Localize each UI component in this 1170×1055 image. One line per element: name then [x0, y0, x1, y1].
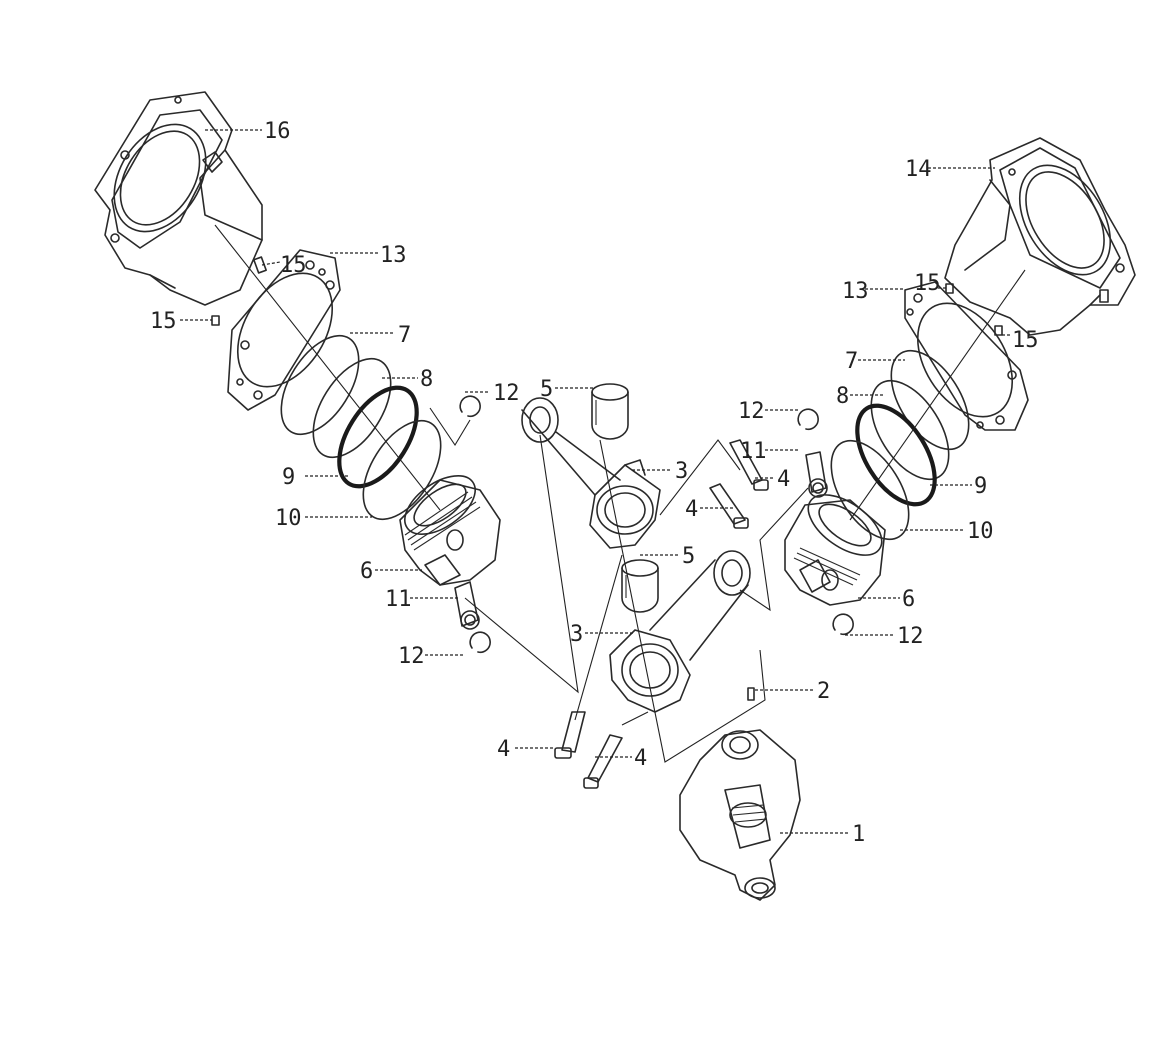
label-15-right-upper: 15 — [914, 271, 941, 296]
right-cylinder — [944, 137, 1136, 336]
leader-lines — [180, 129, 1012, 834]
label-11-left: 11 — [385, 587, 412, 612]
dowel-pins — [211, 283, 1003, 336]
label-15-right-lower: 15 — [1012, 328, 1039, 353]
label-4-lower-right: 4 — [634, 746, 647, 771]
label-7-right: 7 — [845, 349, 858, 374]
right-piston-rings — [830, 349, 970, 541]
left-piston-rings — [280, 334, 442, 521]
label-8-right: 8 — [836, 384, 849, 409]
left-gasket — [227, 249, 341, 411]
label-6-right: 6 — [902, 587, 915, 612]
label-12-left-lower: 12 — [398, 644, 425, 669]
crankshaft — [679, 687, 801, 901]
label-4-upper-left: 4 — [685, 497, 698, 522]
label-9-left: 9 — [282, 465, 295, 490]
label-5-lower: 5 — [682, 544, 695, 569]
label-11-right: 11 — [740, 439, 767, 464]
label-3-lower: 3 — [570, 622, 583, 647]
assembly-guide-lines — [214, 224, 1026, 763]
rod-bolts — [554, 439, 769, 789]
right-gasket — [904, 281, 1029, 431]
label-3-upper: 3 — [675, 459, 688, 484]
label-14: 14 — [905, 157, 932, 182]
label-4-upper-right: 4 — [777, 467, 790, 492]
label-1: 1 — [852, 822, 865, 847]
label-10-left: 10 — [275, 506, 302, 531]
right-piston-pin — [805, 451, 828, 498]
circlips — [459, 395, 854, 654]
upper-connecting-rod — [521, 397, 661, 549]
label-13-right: 13 — [842, 279, 869, 304]
label-12-left-upper: 12 — [493, 381, 520, 406]
label-16: 16 — [264, 119, 291, 144]
left-piston — [399, 475, 501, 586]
label-15-left-lower: 15 — [150, 309, 177, 334]
label-12-right-lower: 12 — [897, 624, 924, 649]
label-9-right: 9 — [974, 474, 987, 499]
label-12-right-upper: 12 — [738, 399, 765, 424]
left-piston-pin — [454, 581, 480, 630]
label-13-left: 13 — [380, 243, 407, 268]
right-piston — [784, 494, 886, 606]
label-15-left-upper: 15 — [280, 253, 307, 278]
label-7-left: 7 — [398, 323, 411, 348]
label-6-left: 6 — [360, 559, 373, 584]
label-5-upper: 5 — [540, 377, 553, 402]
label-10-right: 10 — [967, 519, 994, 544]
left-cylinder — [94, 91, 267, 306]
label-8-left: 8 — [420, 367, 433, 392]
label-2: 2 — [817, 679, 830, 704]
lower-connecting-rod — [609, 550, 751, 713]
bearing-shells — [591, 383, 659, 613]
part-labels: 16 15 13 15 7 8 12 9 10 6 11 12 5 3 5 3 … — [150, 119, 1039, 847]
label-4-lower-left: 4 — [497, 737, 510, 762]
